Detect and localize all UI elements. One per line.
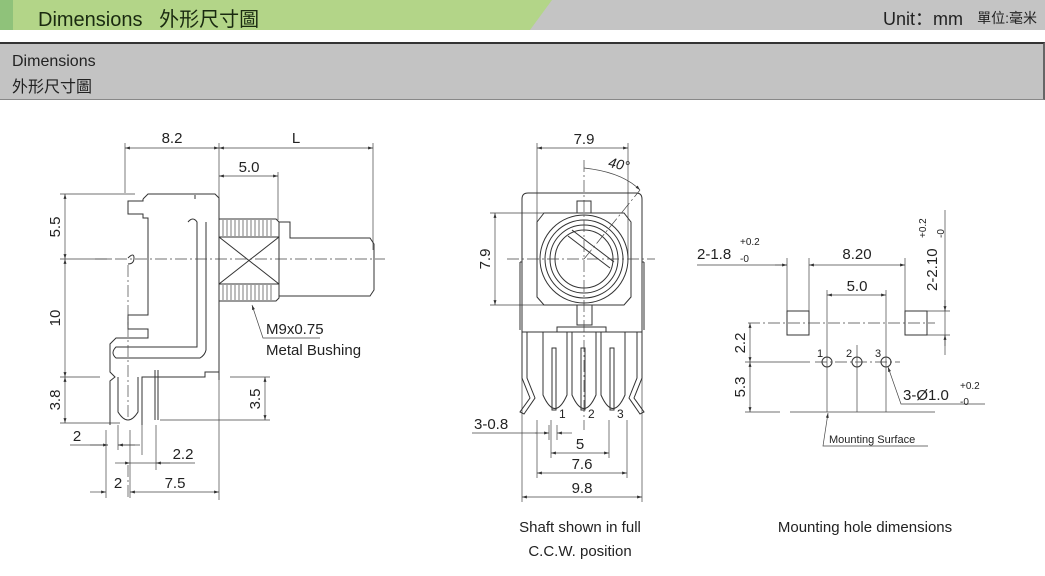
- dim-2-2-holes: 2.2: [732, 333, 749, 354]
- front-view-caption-line1: Shaft shown in full: [519, 519, 641, 536]
- pin-hole-tol-plus: +0.2: [960, 381, 980, 392]
- dim-3-8: 3.8: [47, 390, 64, 411]
- pin-hole-tol-minus: -0: [960, 397, 969, 408]
- tab-height-tol-minus: -0: [936, 229, 947, 238]
- dimensions-panel: Dimensions 外形尺寸圖: [0, 42, 1045, 100]
- dim-7-6: 7.6: [572, 456, 593, 473]
- dim-5-3: 5.3: [732, 377, 749, 398]
- header-accent: [0, 0, 530, 30]
- hole-label-3: 3: [875, 348, 881, 360]
- dim-8-20: 8.20: [842, 246, 871, 263]
- mounting-hole-drawing: 2-1.8 +0.2 -0 8.20 5.0 2-2.10 +0.2 -0 2.…: [697, 210, 985, 447]
- side-view-drawing: 8.2 L 5.0 5.5 10 3.8 3.5 2 2.2 2 7.5 M9x…: [47, 130, 385, 500]
- header-title: Dimensions 外形尺寸圖: [38, 9, 260, 31]
- dim-5-0-holes: 5.0: [847, 278, 868, 295]
- bushing-material-label: Metal Bushing: [266, 342, 361, 359]
- pin-label-1: 1: [559, 407, 566, 421]
- mounting-surface-label: Mounting Surface: [829, 434, 915, 446]
- pin-label-3: 3: [617, 407, 624, 421]
- unit-label: Unit：mm: [883, 9, 963, 29]
- front-view-caption-line2: C.C.W. position: [528, 543, 632, 560]
- pin-width-label: 3-0.8: [474, 416, 508, 433]
- mounting-caption: Mounting hole dimensions: [777, 519, 953, 536]
- panel-title: Dimensions: [12, 53, 96, 70]
- hole-label-2: 2: [846, 348, 852, 360]
- dim-5-0: 5.0: [239, 159, 260, 176]
- header-strip: [0, 0, 13, 30]
- tab-hole-tol-minus: -0: [740, 254, 749, 265]
- tab-hole-tol-plus: +0.2: [740, 237, 760, 248]
- dim-3-5: 3.5: [247, 389, 264, 410]
- dim-8-2: 8.2: [162, 130, 183, 147]
- dim-5: 5: [576, 436, 584, 453]
- pin-label-2: 2: [588, 407, 595, 421]
- dim-5-5: 5.5: [47, 217, 64, 238]
- bushing-thread-label: M9x0.75: [266, 321, 324, 338]
- dim-10: 10: [47, 310, 64, 327]
- tab-hole-label: 2-1.8: [697, 246, 731, 263]
- section-header: Dimensions 外形尺寸圖 Unit：mm 單位:毫米: [0, 0, 1045, 31]
- dim-L: L: [292, 130, 300, 147]
- tab-height-tol-plus: +0.2: [918, 218, 929, 238]
- header-accent-slant: [530, 0, 552, 30]
- dim-2-2: 2.2: [173, 446, 194, 463]
- pin-hole-label: 3-Ø1.0: [903, 387, 949, 404]
- front-view-drawing: 7.9 40° 7.9 3-0.8 5 7.6 9.8 1 2 3: [472, 131, 655, 502]
- dim-7-9-height: 7.9: [477, 249, 494, 270]
- hole-label-1: 1: [817, 348, 823, 360]
- rotation-angle: 40°: [607, 154, 631, 174]
- dim-2-pin: 2: [73, 428, 81, 445]
- unit-label-cn: 單位:毫米: [977, 10, 1037, 26]
- dim-2-offset: 2: [114, 475, 122, 492]
- tab-height-label: 2-2.10: [924, 248, 941, 291]
- dim-9-8: 9.8: [572, 480, 593, 497]
- panel-title-cn: 外形尺寸圖: [12, 79, 93, 96]
- dim-7-5: 7.5: [165, 475, 186, 492]
- dim-7-9-width: 7.9: [574, 131, 595, 148]
